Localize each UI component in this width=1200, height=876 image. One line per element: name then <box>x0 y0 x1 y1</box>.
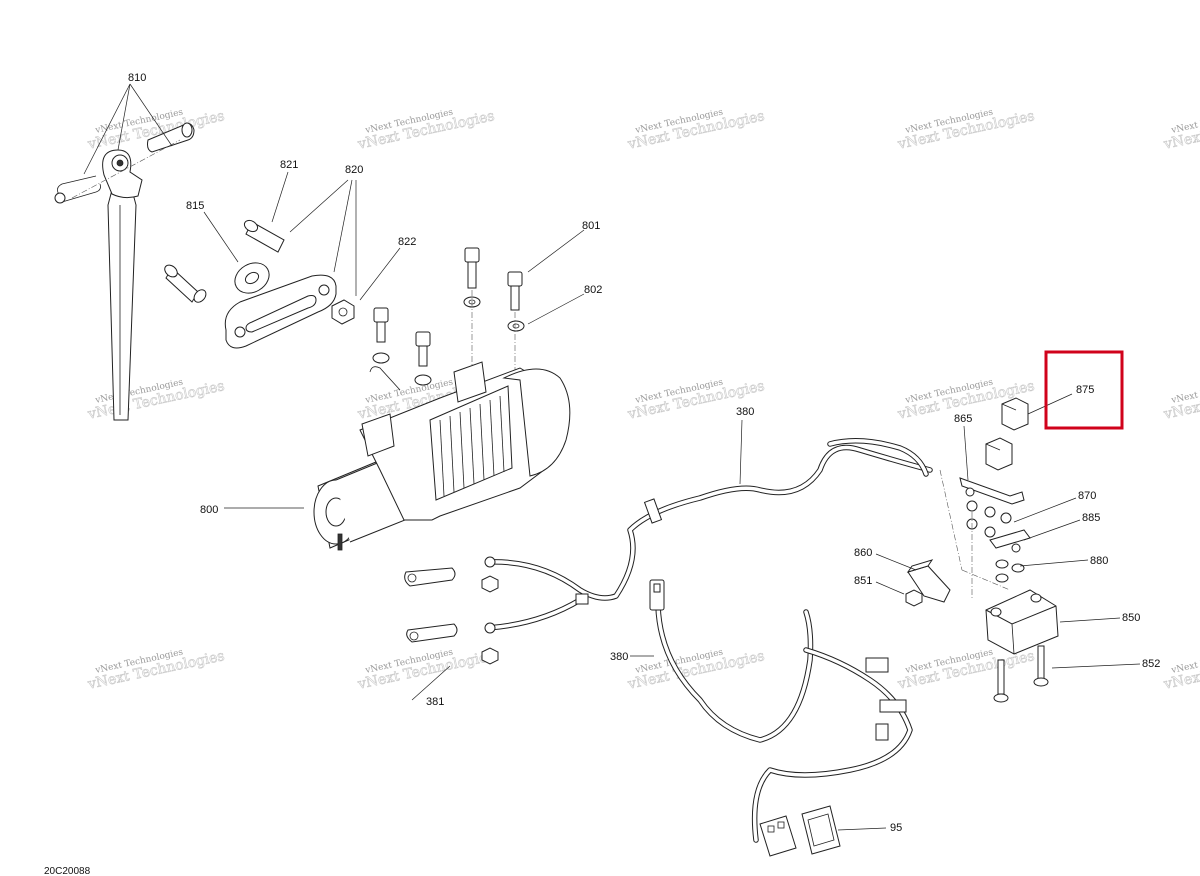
callout-800[interactable]: 800 <box>200 504 218 516</box>
part-821-bolt[interactable] <box>242 218 285 253</box>
callout-822[interactable]: 822 <box>398 236 416 248</box>
diagram-reference-code: 20C20088 <box>44 866 91 876</box>
callout-860[interactable]: 860 <box>854 547 872 559</box>
callout-850[interactable]: 850 <box>1122 612 1140 624</box>
callout-381[interactable]: 381 <box>426 696 444 708</box>
part-810-hook-strap[interactable] <box>54 122 195 421</box>
callout-852[interactable]: 852 <box>1142 658 1160 670</box>
part-815-bolt[interactable] <box>162 263 208 305</box>
watermark: vNext Technologies vNext Technologies <box>85 377 226 423</box>
callout-875[interactable]: 875 <box>1076 384 1094 396</box>
part-802-washer[interactable] <box>372 296 525 386</box>
part-fairlead-plate[interactable] <box>224 274 337 349</box>
terminal-boots <box>404 567 458 643</box>
watermark: vNext Technologies vNext Technologies <box>1161 107 1200 153</box>
part-381-nut[interactable] <box>481 575 499 665</box>
part-885-bracket[interactable] <box>989 529 1031 553</box>
callout-870[interactable]: 870 <box>1078 490 1096 502</box>
bolt-centerlines <box>471 290 516 380</box>
watermark: vNext Technologies vNext Technologies <box>85 647 226 693</box>
watermark: vNext Technologies vNext Technologies <box>895 107 1036 153</box>
watermark: vNext Technologies vNext Technologies <box>625 107 766 153</box>
watermark: vNext Technologies vNext Technologies <box>1161 647 1200 693</box>
part-870-washer[interactable] <box>966 500 1012 538</box>
callout-821[interactable]: 821 <box>280 159 298 171</box>
callout-880[interactable]: 880 <box>1090 555 1108 567</box>
watermark: vNext Technologies vNext Technologies <box>355 107 496 153</box>
part-822-nut[interactable] <box>331 299 355 325</box>
part-95-switch[interactable] <box>759 805 841 857</box>
part-380-harness[interactable] <box>484 438 933 843</box>
bracket-centerlines <box>939 469 1011 600</box>
part-875-relay[interactable] <box>985 397 1029 471</box>
callout-820[interactable]: 820 <box>345 164 363 176</box>
part-800-winch[interactable] <box>313 361 571 551</box>
callout-95[interactable]: 95 <box>890 822 902 834</box>
callout-801[interactable]: 801 <box>582 220 600 232</box>
callout-865[interactable]: 865 <box>954 413 972 425</box>
watermark: vNext Technologies vNext Technologies <box>1161 377 1200 423</box>
part-820-fairlead-spacer[interactable] <box>229 257 274 299</box>
part-880-nut[interactable] <box>995 559 1025 583</box>
callout-885[interactable]: 885 <box>1082 512 1100 524</box>
callout-802[interactable]: 802 <box>584 284 602 296</box>
callout-815[interactable]: 815 <box>186 200 204 212</box>
watermark: vNext Technologies vNext Technologies <box>625 647 766 693</box>
part-852-bolt[interactable] <box>993 645 1049 703</box>
callout-851[interactable]: 851 <box>854 575 872 587</box>
part-850-contactor[interactable] <box>985 589 1059 655</box>
callout-380-lower[interactable]: 380 <box>610 651 628 663</box>
callout-labels: 810 821 820 815 822 801 802 800 380 380 … <box>128 72 1160 834</box>
watermark: vNext Technologies vNext Technologies <box>355 647 496 693</box>
part-851-nut[interactable] <box>905 589 923 607</box>
callout-380-upper[interactable]: 380 <box>736 406 754 418</box>
highlight-box-875 <box>1044 350 1124 430</box>
leader-lines <box>83 83 1141 831</box>
callout-810[interactable]: 810 <box>128 72 146 84</box>
part-801-bolt[interactable] <box>373 247 523 367</box>
part-865-bracket[interactable] <box>959 477 1025 505</box>
